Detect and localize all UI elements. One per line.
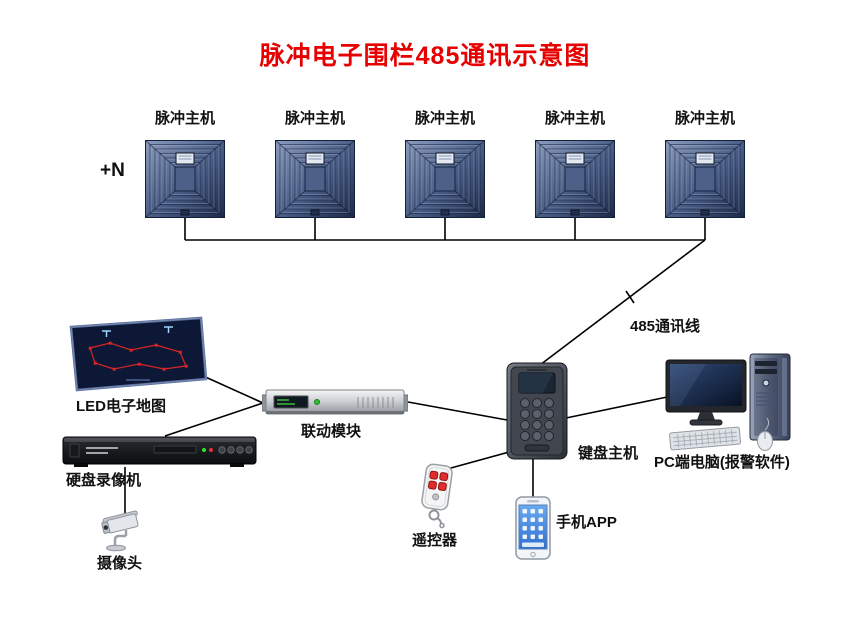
phone-app-device xyxy=(514,496,552,560)
pc-tower-icon xyxy=(749,353,791,441)
pulse-host-label: 脉冲主机 xyxy=(154,110,215,127)
page-title: 脉冲电子围栏485通讯示意图 xyxy=(259,42,591,70)
host-drop-lines xyxy=(184,218,706,240)
pulse-host-icon xyxy=(274,139,356,219)
ledmap-linkage-line xyxy=(200,374,264,404)
phone-app-label: 手机APP xyxy=(556,514,617,531)
pulse-host-device xyxy=(274,139,356,219)
linkage-keypad-line xyxy=(407,401,508,421)
pc-mouse-icon xyxy=(757,417,773,451)
pulse-host-device xyxy=(534,139,616,219)
pulse-host-device xyxy=(664,139,746,219)
linkage-module-device xyxy=(261,388,409,418)
linkage-module-icon xyxy=(261,389,409,415)
remote-control-device xyxy=(414,463,460,529)
dvr-label: 硬盘录像机 xyxy=(66,472,142,489)
pulse-host-icon xyxy=(144,139,226,219)
pulse-host-label: 脉冲主机 xyxy=(284,110,345,127)
pulse-host-label: 脉冲主机 xyxy=(544,110,605,127)
keypad-remote-line xyxy=(439,451,510,472)
camera-label: 摄像头 xyxy=(97,555,143,572)
pulse-host-label: 脉冲主机 xyxy=(414,110,475,127)
pulse-host-label: 脉冲主机 xyxy=(674,110,735,127)
bus-485-diagonal xyxy=(535,239,706,369)
camera-device xyxy=(100,506,150,554)
pulse-host-device xyxy=(404,139,486,219)
keypad-pc-line xyxy=(565,395,673,419)
pc-label: PC端电脑(报警软件) xyxy=(654,454,790,471)
pc-keyboard-icon xyxy=(669,426,741,451)
dvr-linkage-line xyxy=(164,402,264,437)
pc-icon xyxy=(665,353,791,451)
n-count-label: +N xyxy=(100,160,125,181)
keypad-host-icon xyxy=(506,362,568,460)
pulse-host-icon xyxy=(404,139,486,219)
led-map-icon xyxy=(69,316,208,392)
phone-app-icon xyxy=(515,496,551,560)
dvr-icon xyxy=(62,436,257,467)
remote-control-icon xyxy=(421,463,453,529)
pc-device xyxy=(664,352,814,454)
dvr-device xyxy=(62,435,257,467)
pc-monitor-icon xyxy=(665,359,747,426)
camera-icon xyxy=(101,510,139,552)
led-map-device xyxy=(68,316,208,392)
linkage-module-label: 联动模块 xyxy=(301,423,362,440)
bus-485-tick xyxy=(625,290,635,304)
bus-485-label: 485通讯线 xyxy=(630,318,701,335)
keypad-host-device xyxy=(505,362,569,461)
pulse-host-icon xyxy=(534,139,616,219)
keypad-host-label: 键盘主机 xyxy=(578,445,639,462)
pulse-host-device xyxy=(144,139,226,219)
remote-control-label: 遥控器 xyxy=(412,532,458,549)
led-map-label: LED电子地图 xyxy=(76,398,167,415)
pulse-host-icon xyxy=(664,139,746,219)
